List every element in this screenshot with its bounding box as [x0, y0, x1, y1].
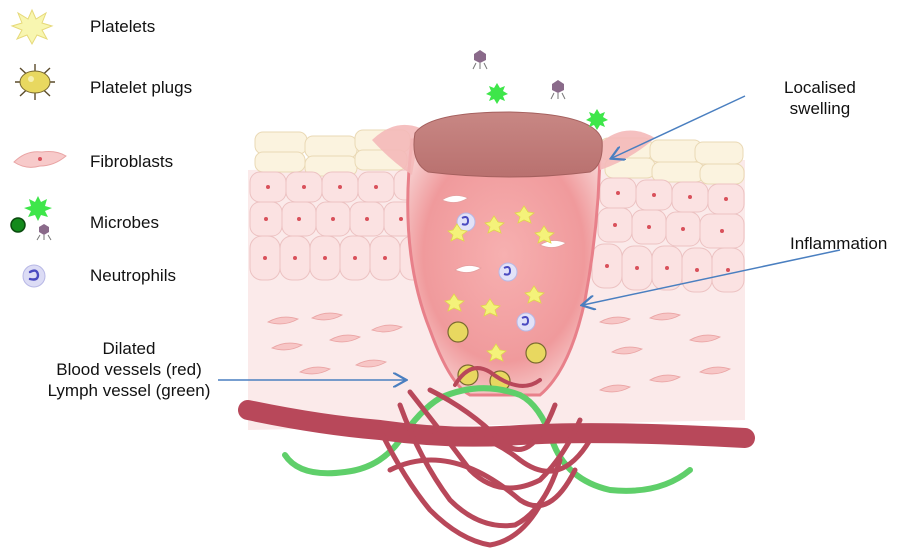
platelet-icon [10, 6, 54, 46]
callout-dilated-vessels: Dilated Blood vessels (red) Lymph vessel… [40, 338, 218, 401]
legend-label-microbes: Microbes [90, 212, 159, 233]
legend-label-neutrophils: Neutrophils [90, 265, 176, 286]
legend-label-platelets: Platelets [90, 16, 155, 37]
microbe-icon [8, 192, 58, 242]
callout-swelling-line2: swelling [784, 98, 856, 119]
callout-swelling-line1: Localised [784, 77, 856, 98]
callout-vessels-line3: Lymph vessel (green) [40, 380, 218, 401]
legend-label-fibroblasts: Fibroblasts [90, 151, 173, 172]
callout-inflammation-text: Inflammation [790, 234, 887, 253]
platelet-plug-icon [10, 62, 60, 102]
scab [414, 112, 602, 177]
callout-vessels-line2: Blood vessels (red) [40, 359, 218, 380]
callout-localised-swelling: Localised swelling [784, 77, 856, 119]
callout-vessels-line1: Dilated [40, 338, 218, 359]
legend-label-platelet-plugs: Platelet plugs [90, 77, 192, 98]
neutrophil-icon [22, 264, 46, 288]
fibroblast-icon [12, 144, 68, 174]
callout-inflammation: Inflammation [790, 233, 887, 254]
